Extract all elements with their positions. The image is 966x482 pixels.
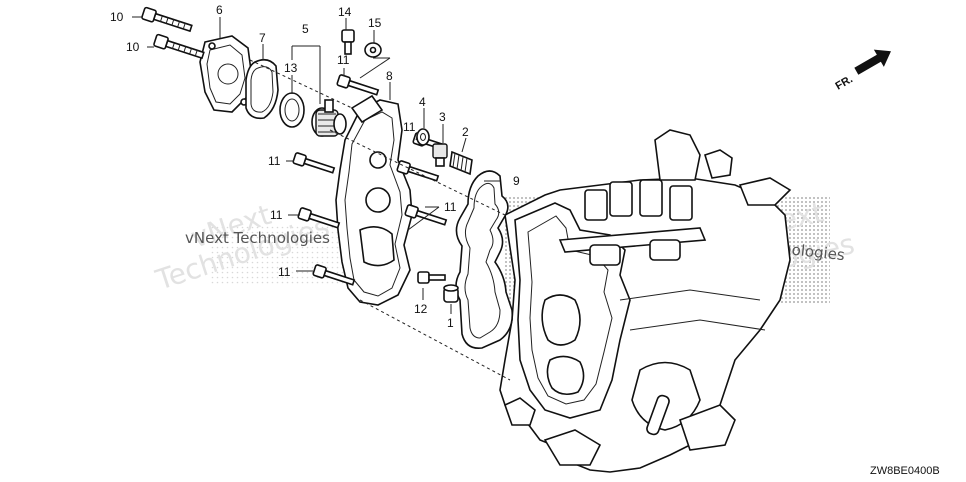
washer-4 bbox=[416, 128, 430, 146]
callout-11-bottom: 11 bbox=[278, 265, 291, 279]
front-arrow-icon bbox=[854, 49, 891, 75]
callout-10-bottom: 10 bbox=[126, 40, 140, 54]
gasket-9 bbox=[455, 170, 514, 350]
bolt-14 bbox=[341, 29, 355, 55]
callout-11-left: 11 bbox=[268, 154, 281, 168]
callout-7: 7 bbox=[259, 31, 266, 45]
callout-3: 3 bbox=[439, 110, 446, 124]
diagram-code: ZW8BE0400B bbox=[870, 465, 940, 477]
callout-11-right: 11 bbox=[444, 200, 457, 214]
bolt-12 bbox=[417, 271, 446, 284]
callout-1: 1 bbox=[447, 316, 454, 330]
callout-8: 8 bbox=[386, 69, 393, 83]
front-label: FR. bbox=[834, 73, 855, 92]
callout-13: 13 bbox=[284, 61, 298, 75]
callout-14: 14 bbox=[338, 5, 352, 19]
leader-lines bbox=[132, 16, 511, 381]
callout-4: 4 bbox=[419, 95, 426, 109]
valve-3 bbox=[432, 143, 448, 167]
callout-10-top: 10 bbox=[110, 10, 124, 24]
callouts: 10 10 6 7 5 13 14 15 11 8 4 3 11 2 11 9 … bbox=[110, 3, 520, 330]
callout-2: 2 bbox=[462, 125, 469, 139]
cover-8 bbox=[335, 94, 413, 306]
callout-11-lower: 11 bbox=[270, 208, 283, 222]
callout-6: 6 bbox=[216, 3, 223, 17]
callout-12: 12 bbox=[414, 302, 428, 316]
callout-5: 5 bbox=[302, 22, 309, 36]
callout-15: 15 bbox=[368, 16, 382, 30]
callout-11-top: 11 bbox=[337, 53, 350, 67]
front-direction-indicator: FR. bbox=[834, 49, 891, 93]
washer-15 bbox=[364, 42, 382, 58]
o-ring-13 bbox=[279, 92, 305, 128]
callout-9: 9 bbox=[513, 174, 520, 188]
gasket-7 bbox=[245, 58, 279, 120]
thermostat-5 bbox=[311, 99, 347, 137]
callout-11-mid: 11 bbox=[403, 120, 416, 134]
bolts-10 bbox=[141, 6, 205, 60]
watermark-small-left: vNext Technologies bbox=[185, 229, 330, 247]
collar-1 bbox=[443, 284, 459, 303]
cylinder-head bbox=[499, 129, 792, 473]
spring-2 bbox=[449, 150, 473, 176]
cover-6 bbox=[199, 35, 253, 113]
